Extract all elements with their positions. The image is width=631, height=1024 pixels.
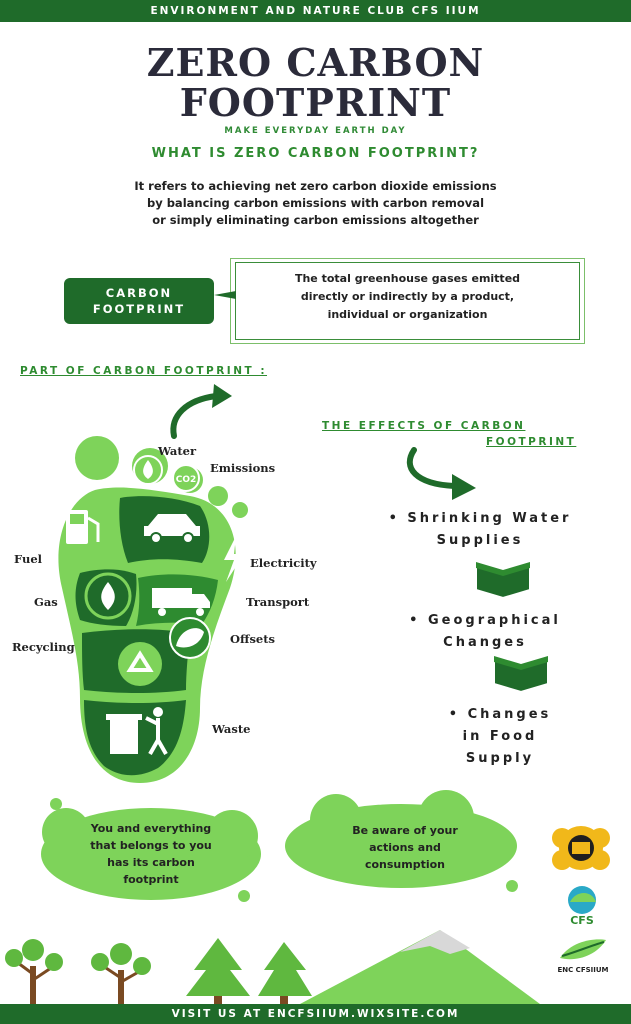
def-line: individual or organization xyxy=(327,308,488,321)
cloud-line: has its carbon xyxy=(107,856,195,869)
cloud-right-text: Be aware of your actions and consumption xyxy=(310,822,500,873)
label-gas: Gas xyxy=(34,595,58,609)
carbon-footprint-label: CARBON FOOTPRINT xyxy=(64,278,214,324)
cfs-logo: CFS xyxy=(568,886,596,927)
definition-text: The total greenhouse gases emitted direc… xyxy=(240,270,575,324)
def-line: directly or indirectly by a product, xyxy=(300,290,515,303)
water-emissions-icons: CO2 xyxy=(133,455,200,492)
what-is-heading: WHAT IS ZERO CARBON FOOTPRINT? xyxy=(151,146,480,161)
label-offsets: Offsets xyxy=(230,632,276,646)
bullet-icon: • xyxy=(448,707,461,722)
cloud-right xyxy=(285,790,518,892)
def-line: The total greenhouse gases emitted xyxy=(294,272,521,285)
curved-arrow-down-icon xyxy=(406,447,476,500)
effect-line: Supply xyxy=(465,751,535,766)
cfs-logo-text: CFS xyxy=(570,914,594,927)
label-transport: Transport xyxy=(246,595,310,609)
effect-item-1: • Shrinking Water Supplies xyxy=(330,508,630,552)
desc-line: by balancing carbon emissions with carbo… xyxy=(146,196,485,210)
definition-box xyxy=(235,262,580,340)
definition-box-frame xyxy=(230,258,585,344)
cloud-line: actions and xyxy=(369,841,441,854)
label-emissions: Emissions xyxy=(210,461,276,475)
effect-line: Changes xyxy=(467,707,552,722)
cloud-line: consumption xyxy=(364,858,446,871)
connector-arrow-icon xyxy=(214,291,236,299)
page-title-line2: FOOTPRINT xyxy=(179,80,452,125)
label-electricity: Electricity xyxy=(250,556,317,570)
desc-line: or simply eliminating carbon emissions a… xyxy=(152,213,479,227)
effects-title-line2: FOOTPRINT xyxy=(486,436,577,448)
page-title-line1: ZERO CARBON xyxy=(146,40,485,85)
enc-logo-text: ENC CFSIIUM xyxy=(557,966,609,974)
effect-line: Shrinking Water xyxy=(407,511,572,526)
cf-label-line: CARBON xyxy=(105,286,173,300)
parts-title: PART OF CARBON FOOTPRINT : xyxy=(20,365,268,377)
curved-arrow-up-icon xyxy=(170,384,232,439)
bullet-icon: • xyxy=(409,613,421,628)
co2-icon-text: CO2 xyxy=(176,475,197,485)
label-fuel: Fuel xyxy=(14,552,43,566)
chevron-down-icon xyxy=(493,654,549,694)
enc-leaf-logo xyxy=(560,939,606,960)
chevron-down-icon xyxy=(475,560,531,600)
cloud-left xyxy=(41,798,261,902)
effect-line: Geographical xyxy=(427,613,561,628)
cloud-line: footprint xyxy=(123,873,179,886)
what-is-description: It refers to achieving net zero carbon d… xyxy=(60,178,571,229)
cf-label-line: FOOTPRINT xyxy=(92,302,186,316)
cloud-line: Be aware of your xyxy=(352,824,458,837)
effect-item-2: • Geographical Changes xyxy=(340,610,630,654)
label-water: Water xyxy=(158,444,197,458)
club-crest-logo xyxy=(552,826,610,870)
label-recycling: Recycling xyxy=(12,640,75,654)
bullet-icon: • xyxy=(388,511,400,526)
footprint-illustration xyxy=(58,436,248,783)
top-banner: ENVIRONMENT AND NATURE CLUB CFS IIUM xyxy=(0,0,631,22)
effect-line: Changes xyxy=(443,635,527,650)
effect-item-3: • Changes in Food Supply xyxy=(400,704,600,770)
landscape-illustration xyxy=(5,930,540,1004)
bottom-banner[interactable]: VISIT US AT ENCFSIIUM.WIXSITE.COM xyxy=(0,1004,631,1024)
cloud-line: that belongs to you xyxy=(90,839,212,852)
cloud-left-text: You and everything that belongs to you h… xyxy=(56,820,246,888)
page-subtitle: MAKE EVERYDAY EARTH DAY xyxy=(224,126,407,136)
effects-title-line1: THE EFFECTS OF CARBON xyxy=(322,420,526,432)
label-waste: Waste xyxy=(212,722,251,736)
desc-line: It refers to achieving net zero carbon d… xyxy=(134,179,497,193)
cloud-line: You and everything xyxy=(90,822,212,835)
effect-line: in Food xyxy=(462,729,538,744)
effect-line: Supplies xyxy=(436,533,524,548)
